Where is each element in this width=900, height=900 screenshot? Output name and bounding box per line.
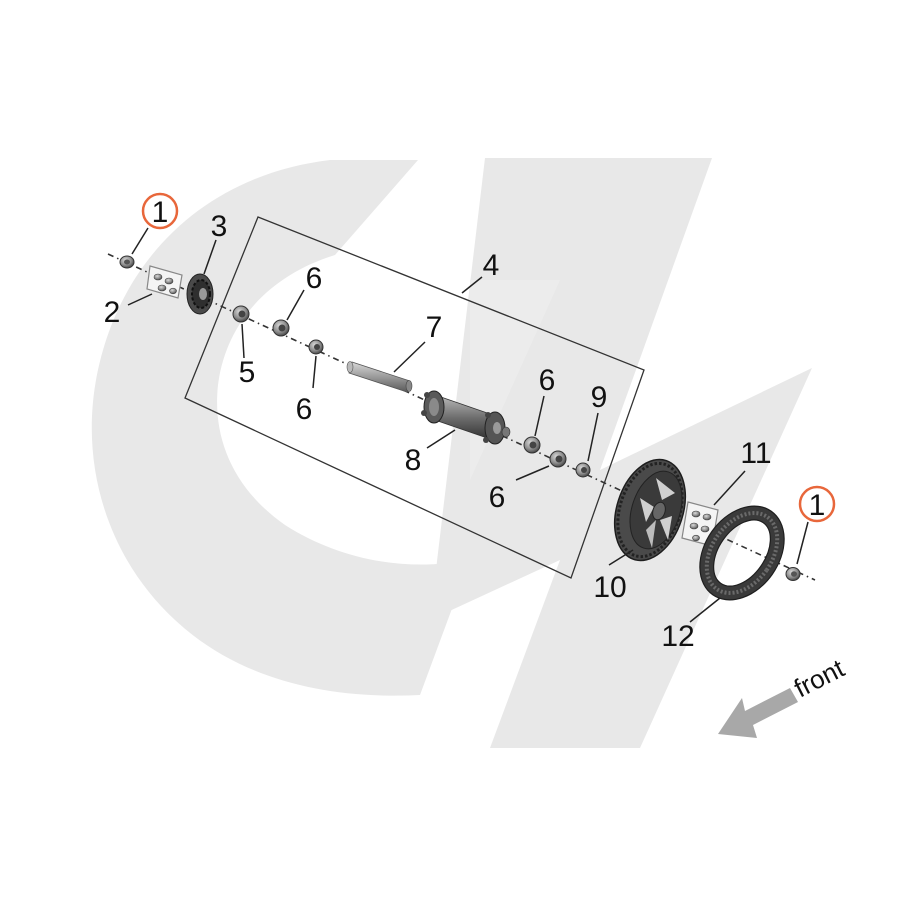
part-nut-right (785, 567, 801, 581)
callout-1-right-ring (798, 485, 836, 523)
part-spacer-6d (549, 450, 567, 468)
callout-11: 11 (740, 437, 771, 470)
callout-6-right-bottom: 6 (489, 481, 506, 514)
callout-12: 12 (661, 620, 694, 653)
leader-lines (127, 227, 809, 623)
part-large-pulley (613, 458, 687, 562)
front-direction-indicator: front (718, 653, 850, 738)
callout-1-left: 1 (152, 196, 169, 229)
callout-6-lower-left: 6 (296, 393, 313, 426)
part-bearing-5 (232, 305, 250, 323)
callout-10: 10 (593, 571, 626, 604)
watermark-logo (91, 158, 812, 748)
part-spacer-6c (523, 436, 541, 454)
part-sprocket-small (186, 273, 214, 315)
callout-labels: 1 2 3 4 5 6 6 7 6 9 8 6 11 1 10 12 (104, 192, 836, 653)
callout-8: 8 (405, 444, 422, 477)
callout-6-right-top: 6 (539, 364, 556, 397)
callout-1-right: 1 (809, 489, 826, 522)
callout-4: 4 (483, 249, 500, 282)
callout-5: 5 (239, 356, 256, 389)
watermark-c-shape (91, 160, 470, 696)
front-arrow-icon (718, 688, 798, 738)
part-spacer-6a (272, 319, 290, 337)
callout-2: 2 (104, 296, 121, 329)
callout-9: 9 (591, 381, 608, 414)
part-spacer-6b (308, 339, 324, 355)
part-washer-9 (575, 462, 591, 478)
callout-6-top: 6 (306, 262, 323, 295)
part-drive-belt (699, 505, 785, 601)
part-nut-left (119, 255, 135, 269)
part-shaft (346, 361, 413, 393)
callout-1-left-ring (141, 192, 179, 230)
part-jackshaft-hub (421, 390, 511, 445)
callout-7: 7 (426, 311, 443, 344)
callout-3: 3 (211, 210, 228, 243)
part-bolt-kit-left (146, 265, 183, 299)
front-label: front (789, 653, 850, 704)
assembly-outline-box (184, 216, 645, 579)
